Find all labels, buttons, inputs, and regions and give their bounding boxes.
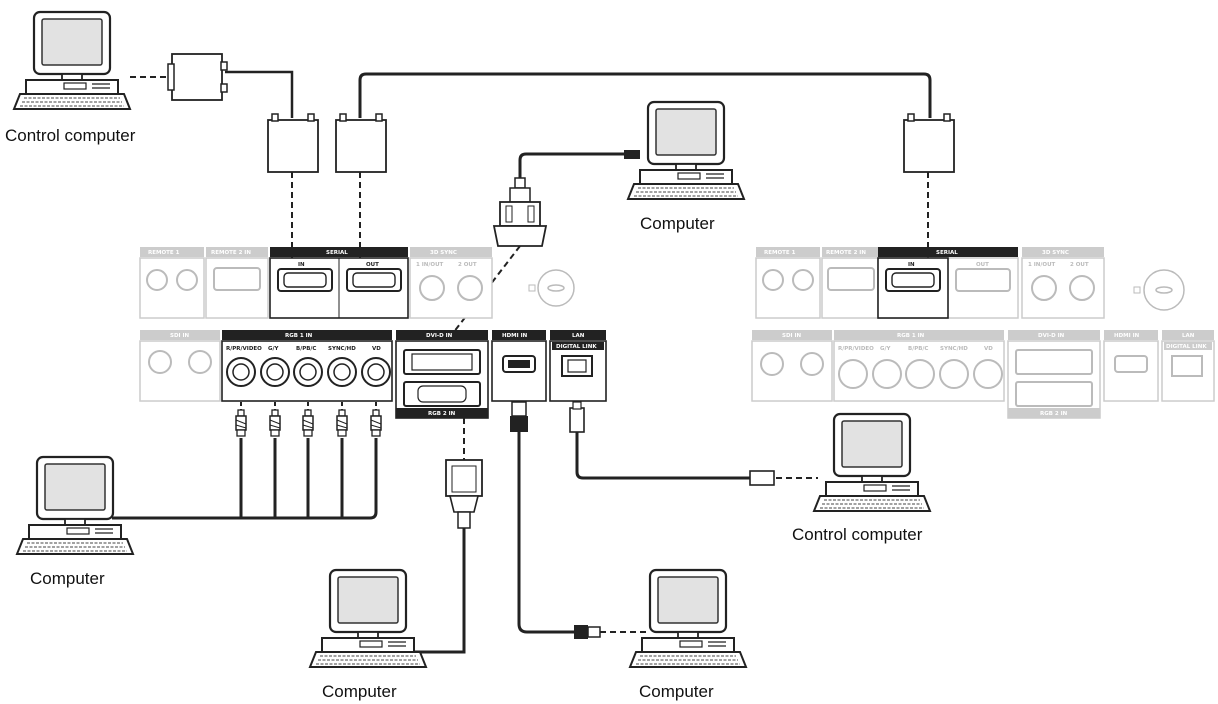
dvi-connector (492, 177, 548, 247)
computer-left: Computer (15, 455, 135, 588)
ghost-label-hdmi-in: HDMI IN (1114, 333, 1140, 339)
control-computer-top: Control computer (5, 10, 136, 145)
serial-in-connector-right-projector (903, 113, 955, 173)
label-remote2-in: REMOTE 2 IN (211, 250, 251, 256)
serial-in-connector (267, 113, 319, 173)
label-remote1: REMOTE 1 (148, 250, 180, 256)
computer-top-center: Computer (626, 100, 746, 233)
caption-computer-bottom-right: Computer (639, 682, 714, 701)
ghost-label-rgb2-in: RGB 2 IN (1040, 411, 1068, 417)
security-lock-icon (528, 269, 575, 307)
projector-panel-main: REMOTE 1 REMOTE 2 IN SERIAL IN OUT 3D SY… (139, 247, 607, 419)
ghost-label-port-sync-hd: SYNC/HD (940, 346, 968, 352)
label-lan: LAN (572, 333, 585, 339)
dvi-plug-computer-side (624, 150, 640, 159)
caption-control-computer-top: Control computer (5, 126, 136, 145)
serial-conversion-adapter (167, 53, 228, 101)
label-sdi-in: SDI IN (170, 333, 190, 339)
label-3d-in-out: 1 IN/OUT (416, 262, 444, 268)
ghost-label-3d-sync: 3D SYNC (1042, 250, 1069, 256)
label-port-r-pr-video: R/PR/VIDEO (226, 346, 262, 352)
ghost-label-port-g-y: G/Y (880, 346, 892, 352)
ghost-label-rgb1-in: RGB 1 IN (897, 333, 925, 339)
ghost-security-lock-icon (1133, 269, 1185, 311)
ghost-label-3d-in-out: 1 IN/OUT (1028, 262, 1056, 268)
control-computer-right: Control computer (792, 412, 932, 544)
ghost-label-port-vd: VD (984, 346, 993, 352)
ghost-label-dvid-in: DVI-D IN (1038, 333, 1065, 339)
label-serial: SERIAL (326, 250, 348, 256)
projector-panel-second: REMOTE 1 REMOTE 2 IN SERIAL IN OUT 3D SY… (751, 247, 1215, 419)
caption-computer-top-center: Computer (640, 214, 715, 233)
panel-lower-row: SDI IN RGB 1 IN R/PR/VIDEO G/Y B/PB/C SY… (139, 330, 607, 419)
caption-computer-bottom-left: Computer (322, 682, 397, 701)
ghost-label-remote1: REMOTE 1 (764, 250, 796, 256)
label-serial-in: IN (298, 262, 305, 268)
label-rgb2-in: RGB 2 IN (428, 411, 456, 417)
ghost-label-lan: LAN (1182, 333, 1195, 339)
ghost-label-3d-out: 2 OUT (1070, 262, 1089, 268)
label-3d-sync: 3D SYNC (430, 250, 457, 256)
ghost-label-serial-out: OUT (976, 262, 989, 268)
label-port-vd: VD (372, 346, 381, 352)
serial-out-connector (335, 113, 387, 173)
lan-plug-computer-side (749, 470, 775, 486)
ghost-label-serial: SERIAL (936, 250, 958, 256)
label-port-g-y: G/Y (268, 346, 280, 352)
label-port-sync-hd: SYNC/HD (328, 346, 356, 352)
caption-computer-left: Computer (30, 569, 105, 588)
ghost-label-port-b-pb-c: B/PB/C (908, 346, 928, 352)
computer-bottom-right: Computer (628, 568, 748, 701)
label-hdmi-in: HDMI IN (502, 333, 528, 339)
caption-control-computer-right: Control computer (792, 525, 923, 544)
label-port-b-pb-c: B/PB/C (296, 346, 316, 352)
ghost-label-sdi-in: SDI IN (782, 333, 802, 339)
panel-upper-row: REMOTE 1 REMOTE 2 IN SERIAL IN OUT 3D SY… (139, 247, 575, 319)
dsub-connector (445, 459, 483, 529)
label-digital-link: DIGITAL LINK (556, 344, 597, 350)
computer-bottom-left: Computer (308, 568, 428, 701)
ghost-label-remote2-in: REMOTE 2 IN (826, 250, 866, 256)
label-rgb1-in: RGB 1 IN (285, 333, 313, 339)
label-serial-out: OUT (366, 262, 379, 268)
ghost-label-serial-in: IN (908, 262, 915, 268)
bnc-plugs (235, 409, 382, 437)
hdmi-plug-computer-side (574, 625, 601, 639)
hdmi-plug (510, 401, 528, 432)
lan-plug (569, 401, 585, 433)
ghost-label-port-r-pr-video: R/PR/VIDEO (838, 346, 874, 352)
ghost-label-digital-link: DIGITAL LINK (1166, 344, 1207, 350)
label-3d-out: 2 OUT (458, 262, 477, 268)
label-dvid-in: DVI-D IN (426, 333, 453, 339)
